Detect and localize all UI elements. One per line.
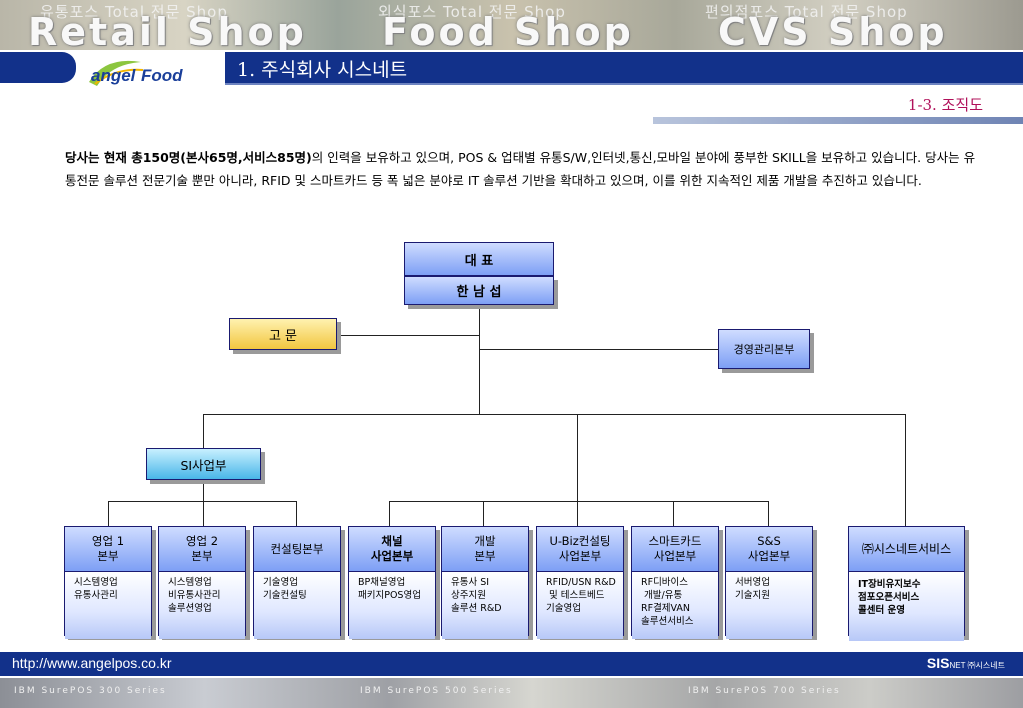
unit-detail: 기술영업 기술컨설팅 [254, 572, 340, 639]
intro-paragraph: 당사는 현재 총150명(본사65명,서비스85명)의 인력을 보유하고 있으며… [65, 146, 985, 192]
unit-detail: 서버영업 기술지원 [726, 572, 812, 639]
unit-subtitle: 본부 [191, 549, 213, 563]
connector-unit8 [768, 501, 769, 526]
unit-subtitle: 사업본부 [370, 549, 414, 563]
unit-detail: RFID/USN R&D 및 테스트베드 기술영업 [537, 572, 623, 639]
connector-si-down [203, 479, 204, 501]
strip-label-300: IBM SurePOS 300 Series [14, 686, 167, 696]
banner-title-food: Food Shop [382, 10, 634, 50]
connector-unit6 [577, 501, 578, 526]
connector-management [479, 349, 719, 350]
connector-main-horizontal [203, 414, 905, 415]
unit-title: S&S [757, 534, 781, 548]
unit-detail: 시스템영업 유통사관리 [65, 572, 151, 639]
connector-unit7 [673, 501, 674, 526]
unit-title: 개발 [474, 534, 496, 548]
management-division-box: 경영관리본부 [718, 329, 810, 369]
banner-subtitle-food: 외식포스 Total 전문 Shop [378, 3, 566, 21]
ceo-name-box: 한 남 섭 [404, 276, 554, 305]
unit-title: 영업 1 [91, 534, 125, 548]
footer: http://www.angelpos.co.kr SISNET ㈜시스네트 I… [0, 652, 1023, 708]
connector-unit2 [203, 501, 204, 526]
connector-unit5 [483, 501, 484, 526]
unit-detail: BP채널영업 패키지POS영업 [349, 572, 435, 639]
connector-subsidiary-drop [905, 414, 906, 526]
header-bar: 1. 주식회사 시스네트 [225, 52, 1023, 85]
ceo-title-box: 대 표 [404, 242, 554, 276]
unit-title: 스마트카드 [648, 534, 702, 548]
unit-title: U-Biz컨설팅 [549, 534, 611, 548]
product-strip: IBM SurePOS 300 Series IBM SurePOS 500 S… [0, 678, 1023, 708]
sisnet-logo-brand: SIS [926, 655, 950, 671]
connector-right-horizontal [389, 501, 769, 502]
connector-center-drop [577, 414, 578, 502]
unit-detail: RF디바이스 개발/유통 RF결제VAN 솔루션서비스 [632, 572, 718, 639]
banner-title-cvs: CVS Shop [718, 10, 948, 50]
left-accent-bar [0, 52, 76, 83]
strip-label-700: IBM SurePOS 700 Series [688, 686, 841, 696]
unit-title: 영업 2 [185, 534, 219, 548]
logo-food-text: Food [141, 66, 183, 85]
unit-subtitle: 본부 [97, 549, 119, 563]
strip-label-500: IBM SurePOS 500 Series [360, 686, 513, 696]
unit-consulting: 컨설팅본부 기술영업 기술컨설팅 [253, 526, 341, 639]
page-title: 1. 주식회사 시스네트 [237, 59, 408, 81]
subsidiary-detail: IT장비유지보수 점포오픈서비스 콜센터 운영 [849, 572, 964, 641]
logo-angel-text: angel [91, 66, 136, 85]
subsidiary-box: ㈜시스네트서비스 IT장비유지보수 점포오픈서비스 콜센터 운영 [848, 526, 965, 641]
banner-subtitle-retail: 유통포스 Total 전문 Shop [40, 3, 228, 21]
unit-detail: 시스템영업 비유통사관리 솔루션영업 [159, 572, 245, 639]
sisnet-logo-small: NET ㈜시스네트 [949, 661, 1005, 670]
top-banner: 유통포스 Total 전문 Shop 외식포스 Total 전문 Shop 편의… [0, 0, 1023, 50]
connector-unit3 [296, 501, 297, 526]
section-underline [653, 117, 1023, 124]
unit-subtitle: 사업본부 [653, 549, 697, 563]
unit-subtitle: 사업본부 [558, 549, 602, 563]
unit-detail: 유통사 SI 상주지원 솔루션 R&D [442, 572, 528, 639]
sisnet-logo: SISNET ㈜시스네트 [927, 655, 1005, 671]
intro-body-text: 의 인력을 보유하고 있으며, POS & 업태별 유통S/W,인터넷,통신,모… [65, 150, 976, 188]
angel-food-logo: angel Food [85, 52, 220, 92]
angel-logo-swoosh-icon [89, 60, 144, 86]
footer-bar: http://www.angelpos.co.kr SISNET ㈜시스네트 [0, 652, 1023, 676]
connector-ceo-down [479, 304, 480, 414]
section-title: 1-3. 조직도 [907, 96, 983, 114]
banner-title-retail: Retail Shop [28, 10, 307, 50]
si-division-box: SI사업부 [146, 448, 261, 480]
connector-si-horizontal [108, 501, 296, 502]
unit-title: 컨설팅본부 [270, 541, 324, 556]
banner-subtitle-cvs: 편의점포스 Total 전문 Shop [705, 3, 908, 21]
unit-title: 채널 [381, 534, 403, 548]
unit-header: 컨설팅본부 [254, 527, 340, 572]
connector-si-drop [203, 414, 204, 450]
advisor-box: 고 문 [229, 318, 337, 350]
connector-unit1 [108, 501, 109, 526]
unit-subtitle: 본부 [474, 549, 496, 563]
intro-bold-text: 당사는 현재 총150명(본사65명,서비스85명) [65, 150, 312, 165]
connector-unit4 [389, 501, 390, 526]
website-link[interactable]: http://www.angelpos.co.kr [12, 655, 172, 671]
unit-subtitle: 사업본부 [747, 549, 791, 563]
subsidiary-header: ㈜시스네트서비스 [849, 527, 964, 572]
connector-advisor [337, 335, 479, 336]
